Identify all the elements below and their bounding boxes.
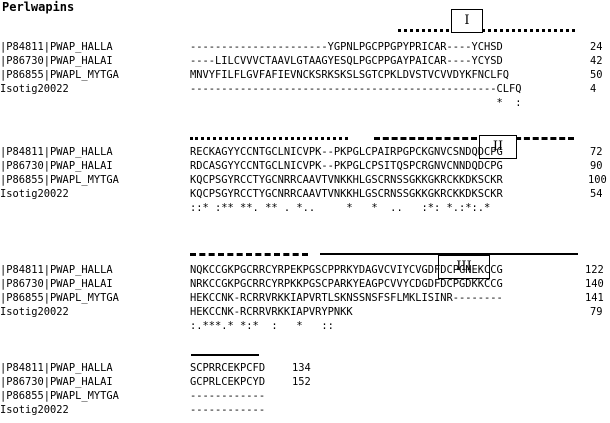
sequence-name: |P86730|PWAP_HALAI [0,55,113,67]
sequence-position: 100 [588,174,607,186]
sequence-position: 72 [590,146,603,158]
sequence-name: |P86730|PWAP_HALAI [0,160,113,172]
sequence-position: 152 [292,376,311,388]
sequence-name: |P84811|PWAP_HALLA [0,362,113,374]
sequence-position: 122 [585,264,604,276]
sequence-residues: ------------ [190,404,266,416]
domain-ii-continuation-dashed-line [190,253,308,256]
sequence-name: |P86855|PWAPL_MYTGA [0,69,119,81]
alignment-row: |P86855|PWAPL_MYTGA KQCPSGYRCCTYGCNRRCAA… [0,173,607,187]
consensus-line: :.***.* *:* : * :: [190,320,334,332]
alignment-row: |P86730|PWAP_HALAI GCPRLCEKPCYD 152 [0,375,311,389]
alignment-row: |P86855|PWAPL_MYTGA HEKCCNK-RCRRVRKKIAPV… [0,291,604,305]
domain-i-dotted-line [398,29,575,32]
alignment-row: |P84811|PWAP_HALLA ---------------------… [0,40,603,54]
alignment-row: Isotig20022 HEKCCNK-RCRRVRKKIAPVRYPNKK 7… [0,305,603,319]
sequence-residues: NRKCCGKPGCRRCYRPKKPGSCPARKYEAGPCVVYCDGDF… [190,278,503,290]
sequence-residues: SCPRRCEKPCFD [190,362,266,374]
sequence-name: |P86730|PWAP_HALAI [0,376,113,388]
sequence-name: |P86855|PWAPL_MYTGA [0,390,119,402]
sequence-position: 24 [590,41,603,53]
sequence-residues: ----LILCVVVCTAAVLGTAAGYESQLPGCPPGAYPAICA… [190,55,503,67]
sequence-residues: RDCASGYYCCNTGCLNICVPK--PKPGLCPSITQSPCRGN… [190,160,503,172]
sequence-residues: KQCPSGYRCCTYGCNRRCAAVTVNKKHLGSCRNSSGKKGK… [190,188,503,200]
sequence-name: |P84811|PWAP_HALLA [0,146,113,158]
sequence-name: |P84811|PWAP_HALLA [0,41,113,53]
sequence-position: 140 [585,278,604,290]
alignment-row: |P84811|PWAP_HALLA NQKCCGKPGCRRCYRPEKPGS… [0,263,604,277]
sequence-position: 42 [590,55,603,67]
sequence-position: 54 [590,188,603,200]
alignment-row: |P86730|PWAP_HALAI NRKCCGKPGCRRCYRPKKPGS… [0,277,604,291]
alignment-row: |P86730|PWAP_HALAI RDCASGYYCCNTGCLNICVPK… [0,159,603,173]
sequence-residues: ----------------------YGPNLPGCPPGPYPRICA… [190,41,503,53]
sequence-name: Isotig20022 [0,188,69,200]
domain-label-iii: III [438,255,490,279]
alignment-row: |P86730|PWAP_HALAI ----LILCVVVCTAAVLGTAA… [0,54,603,68]
alignment-row: |P86855|PWAPL_MYTGA ------------ [0,389,265,403]
alignment-row: |P86855|PWAPL_MYTGA MNVYFILFLGVFAFIEVNCK… [0,68,603,82]
sequence-residues: GCPRLCEKPCYD [190,376,266,388]
alignment-row: |P84811|PWAP_HALLA RECKAGYYCCNTGCLNICVPK… [0,145,603,159]
sequence-name: Isotig20022 [0,306,69,318]
alignment-row: |P84811|PWAP_HALLA SCPRRCEKPCFD 134 [0,361,311,375]
domain-iii-continuation-solid-line [191,354,259,356]
domain-iii-solid-line [320,253,578,255]
sequence-name: Isotig20022 [0,83,69,95]
sequence-residues: KQCPSGYRCCTYGCNRRCAAVTVNKKHLGSCRNSSGKKGK… [190,174,503,186]
alignment-row: Isotig20022 KQCPSGYRCCTYGCNRRCAAVTVNKKHL… [0,187,603,201]
sequence-residues: ------------ [190,390,266,402]
sequence-name: |P86855|PWAPL_MYTGA [0,292,119,304]
sequence-position: 134 [292,362,311,374]
domain-label-ii: II [479,135,517,159]
sequence-name: |P86730|PWAP_HALAI [0,278,113,290]
figure-title: Perlwapins [2,0,75,14]
sequence-residues: ----------------------------------------… [190,83,522,95]
consensus-line: ::* :** **. ** . *.. * * .. :*: *.:*:.* [190,202,491,214]
sequence-position: 90 [590,160,603,172]
sequence-residues: NQKCCGKPGCRRCYRPEKPGSCPPRKYDAGVCVIYCVGDF… [190,264,503,276]
sequence-name: Isotig20022 [0,404,69,416]
sequence-position: 79 [590,306,603,318]
consensus-line: * : [190,97,522,109]
sequence-residues: MNVYFILFLGVFAFIEVNCKSRKSKSLSGTCPKLDVSTVC… [190,69,510,81]
sequence-position: 141 [585,292,604,304]
sequence-residues: RECKAGYYCCNTGCLNICVPK--PKPGLCPAIRPGPCKGN… [190,146,503,158]
sequence-position: 4 [590,83,597,95]
sequence-name: |P84811|PWAP_HALLA [0,264,113,276]
alignment-row: Isotig20022 ----------------------------… [0,82,596,96]
sequence-position: 50 [590,69,603,81]
domain-i-continuation-dotted-line [190,137,348,140]
alignment-row: Isotig20022 ------------ [0,403,265,417]
sequence-residues: HEKCCNK-RCRRVRKKIAPVRTLSKNSSNSFSFLMKLISI… [190,292,503,304]
sequence-residues: HEKCCNK-RCRRVRKKIAPVRYPNKK [190,306,353,318]
domain-ii-dashed-line [374,137,574,140]
sequence-name: |P86855|PWAPL_MYTGA [0,174,119,186]
domain-label-i: I [451,9,483,33]
